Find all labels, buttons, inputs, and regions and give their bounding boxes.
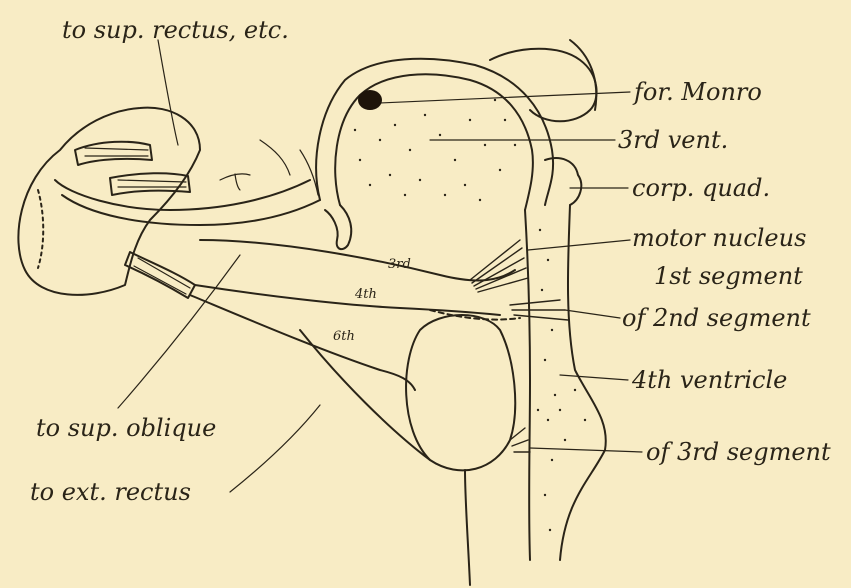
vessel-sketch [220, 174, 250, 190]
leader-third-segment [530, 448, 642, 452]
label-nerve-6th: 6th [333, 330, 355, 343]
label-third-segment: of 3rd segment [646, 440, 831, 464]
eyeball-outline [18, 108, 200, 295]
leader-sup-rectus [158, 40, 178, 145]
leader-fourth-ventricle [560, 375, 628, 380]
leader-second-segment [565, 310, 620, 318]
label-sup-oblique: to sup. oblique [36, 416, 216, 440]
leader-sup-oblique [118, 255, 240, 408]
label-nerve-4th: 4th [355, 288, 377, 301]
optic-stalk-upper [55, 180, 310, 210]
label-nerve-3rd: 3rd [388, 258, 411, 271]
middle-rectus-muscle [110, 173, 190, 195]
label-fourth-ventricle: 4th ventricle [632, 368, 787, 392]
infundibulum [325, 205, 351, 249]
label-corp-quad: corp. quad. [632, 176, 770, 200]
eyeball-dashed-arc [38, 190, 43, 268]
neural-tube-left-wall [525, 210, 530, 560]
second-segment-fan [510, 300, 568, 320]
ext-rectus-muscle [125, 252, 195, 298]
neural-tube-right-wall [560, 205, 606, 560]
label-second-segment: of 2nd segment [622, 306, 811, 330]
nerve-3rd-path [200, 240, 515, 280]
motor-nucleus-fan [470, 240, 528, 292]
label-third-vent: 3rd vent. [618, 128, 728, 152]
nerve-6th-path [190, 295, 415, 390]
label-first-segment: 1st segment [654, 264, 803, 288]
forebrain-outer-wall [316, 59, 553, 205]
label-motor-nucleus: motor nucleus [632, 226, 806, 250]
lower-stem [465, 470, 470, 585]
foramen-monro-blot [358, 90, 382, 110]
leader-motor-nucleus [528, 240, 630, 250]
nerve-4th-path [195, 285, 500, 315]
pons-bulge [406, 315, 515, 470]
leader-for-monro [380, 92, 630, 103]
leader-ext-rectus [230, 405, 320, 492]
label-sup-rectus: to sup. rectus, etc. [62, 18, 289, 42]
label-ext-rectus: to ext. rectus [30, 480, 191, 504]
label-for-monro: for. Monro [634, 80, 762, 104]
sup-rectus-muscle [75, 142, 152, 165]
roof-fold [490, 49, 597, 122]
